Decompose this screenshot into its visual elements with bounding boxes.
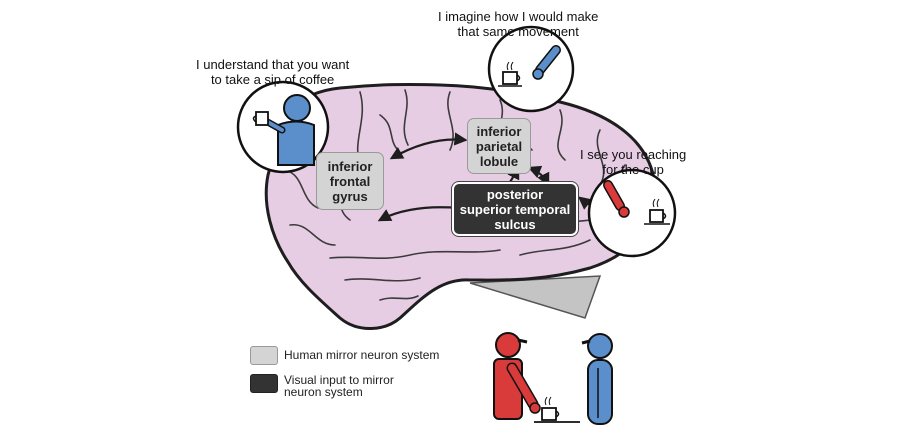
legend-mirror: Human mirror neuron system xyxy=(250,346,439,365)
arrow-ifg-ipl xyxy=(389,132,468,160)
legend-label-visual: Visual input to mirror neuron system xyxy=(284,373,394,399)
coffee-cup-icon xyxy=(644,198,670,225)
legend-visual: Visual input to mirror neuron system xyxy=(250,374,394,398)
inferior-parietal-lobule-label: inferior parietal lobule xyxy=(467,118,531,174)
observer-figure-icon xyxy=(581,333,613,425)
legend-label-mirror: Human mirror neuron system xyxy=(284,348,440,362)
legend-swatch-mirror xyxy=(250,346,278,365)
understand-caption: I understand that you want to take a sip… xyxy=(196,57,350,87)
coffee-cup-icon xyxy=(252,111,269,126)
imagine-caption: I imagine how I would make that same mov… xyxy=(438,9,599,39)
understand-bubble xyxy=(236,80,330,174)
coffee-cup-icon xyxy=(534,396,580,423)
arrow-psts-ifg xyxy=(377,206,459,222)
see-bubble xyxy=(587,168,677,258)
imagine-bubble xyxy=(487,25,575,113)
reaching-arm-icon xyxy=(603,180,630,218)
legend-swatch-visual xyxy=(250,374,278,393)
posterior-superior-temporal-sulcus-label: posterior superior temporal sulcus xyxy=(452,182,578,236)
reaching-arm-icon xyxy=(532,45,561,80)
coffee-cup-icon xyxy=(498,61,522,87)
actor-figure-icon xyxy=(493,332,541,420)
cerebellum-shape xyxy=(469,275,602,319)
see-caption: I see you reaching for the cup xyxy=(580,147,687,177)
observer-figure-icon xyxy=(260,94,315,166)
inferior-frontal-gyrus-label: inferior frontal gyrus xyxy=(316,152,384,210)
